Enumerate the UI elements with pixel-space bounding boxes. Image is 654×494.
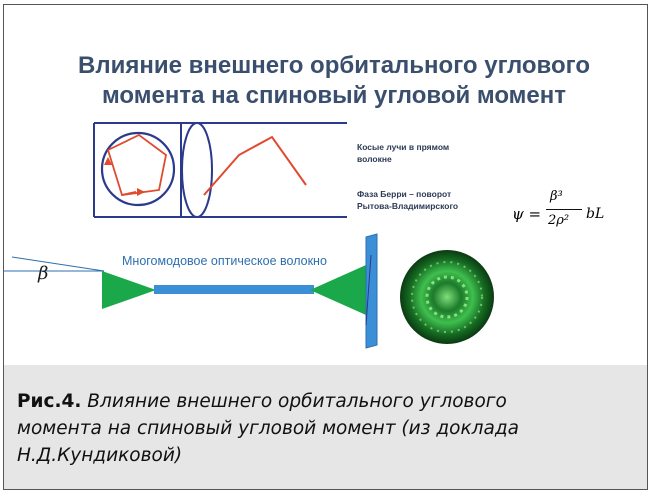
fiber-cross-section: [100, 131, 176, 207]
skew-ray-path: [203, 135, 307, 196]
skew-rays-diagram: [93, 122, 347, 218]
formula-denominator: 2ρ²: [548, 213, 570, 228]
speckle-pattern: [400, 250, 494, 344]
caption-label: Рис.4.: [17, 391, 82, 412]
formula-numerator: β³: [550, 189, 563, 204]
note-berry-phase-line1: Фаза Берри – поворот: [357, 189, 452, 199]
caption-box: Рис.4. Влияние внешнего орбитального угл…: [4, 365, 647, 489]
figure-caption: Рис.4. Влияние внешнего орбитального угл…: [17, 388, 627, 469]
slide-diagram: β: [4, 122, 494, 349]
note-skew-rays-line2: волокне: [357, 154, 392, 164]
fiber-body: [154, 285, 314, 294]
figure-frame: Влияние внешнего орбитального углового м…: [3, 4, 648, 490]
formula-lhs: ψ =: [512, 205, 542, 223]
formula-tail: bL: [586, 206, 605, 222]
note-berry-phase: Фаза Берри – поворот Рытова-Владимирског…: [357, 188, 458, 212]
input-cone: [102, 271, 156, 309]
slide-title-line2: момента на спиновый угловой момент: [101, 82, 567, 109]
screen-plate: [365, 233, 378, 349]
caption-text-line2: момента на спиновый угловой момент (из д…: [17, 418, 519, 439]
beam-tilted-line: [11, 256, 105, 272]
slide-image: Влияние внешнего орбитального углового м…: [4, 5, 647, 365]
note-berry-phase-line2: Рытова-Владимирского: [357, 201, 459, 211]
formula-fraction-bar: [546, 209, 582, 210]
skew-ray-polygon: [107, 133, 167, 196]
berry-phase-formula: ψ = β³ 2ρ² bL: [512, 189, 624, 245]
fiber-label: Многомодовое оптическое волокно: [122, 254, 327, 268]
slide-title-line1: Влияние внешнего орбитального углового: [78, 52, 590, 79]
note-skew-rays-line1: Косые лучи в прямом: [357, 142, 450, 152]
fiber-cylinder-end: [181, 122, 213, 218]
slide-title: Влияние внешнего орбитального углового м…: [54, 51, 614, 111]
note-skew-rays: Косые лучи в прямом волокне: [357, 141, 449, 165]
beta-symbol: β: [37, 263, 48, 284]
caption-text-line3: Н.Д.Кундиковой): [17, 445, 183, 466]
caption-text-line1: Влияние внешнего орбитального углового: [81, 391, 507, 412]
output-cone: [310, 265, 366, 315]
